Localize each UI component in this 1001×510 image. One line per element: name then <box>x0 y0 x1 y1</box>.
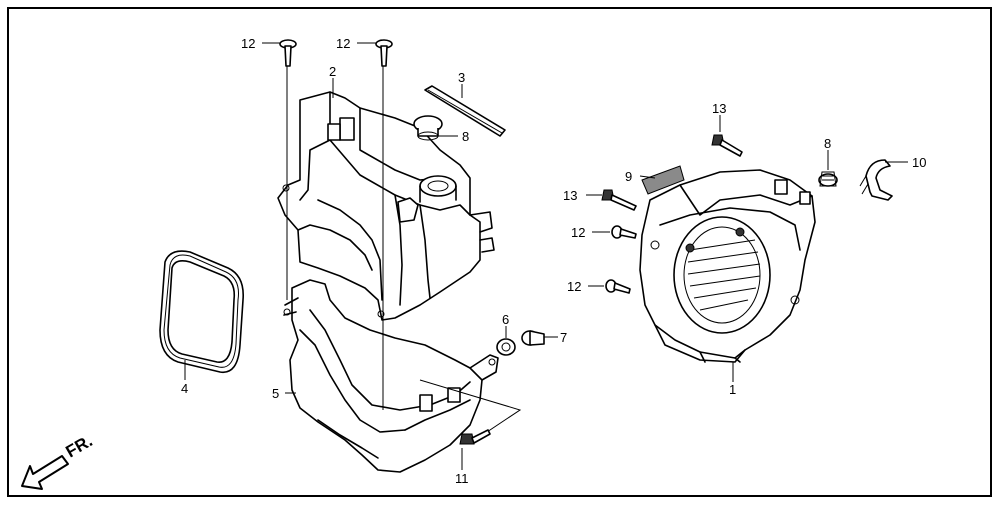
part-13-bolt-b <box>601 189 637 211</box>
callout-12: 12 <box>571 225 585 240</box>
callout-9: 9 <box>625 169 632 184</box>
front-direction-indicator: FR. <box>21 431 96 490</box>
part-13-bolt-a <box>711 134 743 157</box>
diagram-frame <box>7 7 992 497</box>
part-2-upper-shroud <box>277 91 495 321</box>
part-11-bolt <box>459 429 491 445</box>
callout-6: 6 <box>502 312 509 327</box>
callout-8: 8 <box>462 129 469 144</box>
part-12-bolt-a <box>279 39 297 67</box>
part-1-fan-cover <box>639 169 816 363</box>
part-5-lower-shroud <box>283 279 499 473</box>
part-8-grommet-top <box>413 115 443 141</box>
callout-13: 13 <box>712 101 726 116</box>
part-12-bolt-d <box>605 279 631 294</box>
part-10-clip <box>859 159 893 201</box>
part-6-nut <box>496 338 516 356</box>
callout-10: 10 <box>912 155 926 170</box>
part-4-seal-ring <box>159 250 245 374</box>
front-label: FR. <box>63 431 96 461</box>
callout-5: 5 <box>272 386 279 401</box>
callout-12: 12 <box>336 36 350 51</box>
callout-8: 8 <box>824 136 831 151</box>
callout-13: 13 <box>563 188 577 203</box>
callout-labels: 12 12 2 3 8 13 8 9 10 13 12 12 6 7 4 5 1… <box>181 36 926 486</box>
assembly-lines <box>286 55 522 441</box>
part-8-grommet-right <box>818 171 838 187</box>
callout-1: 1 <box>729 382 736 397</box>
front-arrow-icon <box>21 455 69 490</box>
part-9-label <box>641 165 685 195</box>
part-12-bolt-c <box>611 225 637 239</box>
callout-3: 3 <box>458 70 465 85</box>
part-3-rubber-strip <box>424 85 506 137</box>
callout-12: 12 <box>567 279 581 294</box>
part-7-collar-bolt <box>521 330 545 346</box>
leader-lines <box>184 42 908 470</box>
part-12-bolt-b <box>375 39 393 67</box>
callout-2: 2 <box>329 64 336 79</box>
callout-4: 4 <box>181 381 188 396</box>
callout-7: 7 <box>560 330 567 345</box>
callout-11: 11 <box>455 471 469 486</box>
callout-12: 12 <box>241 36 255 51</box>
